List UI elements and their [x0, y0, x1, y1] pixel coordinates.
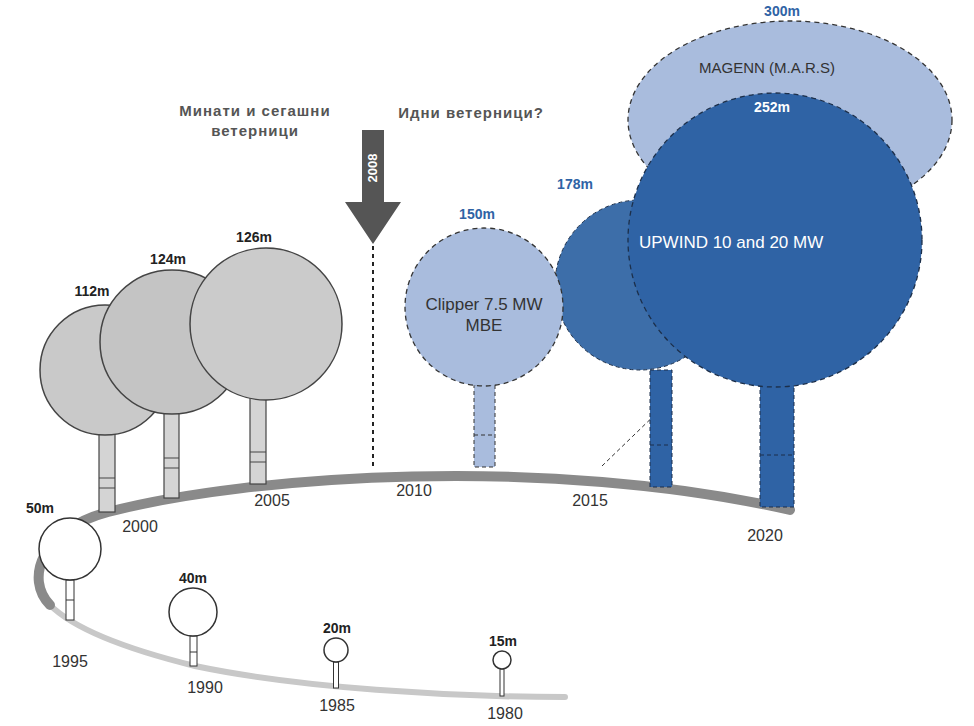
- rotor-circle: [190, 248, 342, 400]
- node-outline: [345, 130, 401, 244]
- tower: [66, 580, 74, 620]
- tower: [334, 662, 339, 688]
- year-label: 1980: [487, 706, 523, 722]
- diameter-label: 126m: [236, 230, 272, 244]
- diameter-label: 300m: [764, 4, 800, 18]
- tower: [760, 380, 794, 507]
- rotor-circle: UPWIND 10 and 20 MW: [627, 92, 923, 388]
- tower-joint: [164, 458, 179, 459]
- rotor-circle: [493, 651, 511, 669]
- rotor-circle: [169, 588, 217, 636]
- diameter-label: 50m: [26, 501, 54, 515]
- timeline-arc-lower: [50, 605, 565, 697]
- tower-joint: [99, 478, 115, 479]
- rotor-circle: [324, 638, 348, 662]
- tower: [190, 636, 197, 666]
- section-heading: Идни ветерници?: [376, 103, 566, 123]
- node-shape: [405, 228, 563, 386]
- diameter-label: 112m: [74, 284, 109, 298]
- year-label: 2010: [396, 483, 432, 499]
- node-label: Clipper 7.5 MW MBE: [414, 294, 554, 337]
- timeline-arc-upper: [39, 476, 790, 605]
- year-label: 2000: [122, 519, 158, 535]
- tower: [99, 430, 115, 512]
- diameter-label: 124m: [150, 252, 186, 266]
- tower-joint: [66, 600, 74, 601]
- tower-joint: [99, 488, 115, 489]
- diameter-label: 40m: [179, 571, 207, 585]
- node-shape: [345, 130, 401, 244]
- tower: [164, 410, 179, 498]
- tower-joint: [650, 445, 672, 446]
- tower-joint: [190, 652, 197, 653]
- diameter-label: 15m: [489, 634, 517, 648]
- node-label: 2008: [365, 154, 381, 183]
- tower: [474, 385, 495, 467]
- year-label: 1990: [187, 680, 223, 696]
- year-label: 1995: [52, 654, 88, 670]
- year-label: 2005: [254, 493, 290, 509]
- year-label: 2015: [572, 493, 608, 509]
- rotor-circle: [39, 518, 101, 580]
- tower-joint: [474, 435, 495, 436]
- node-shape: [628, 93, 922, 387]
- tower-joint: [250, 462, 266, 463]
- tower-joint: [760, 455, 794, 456]
- tower: [250, 396, 266, 484]
- section-heading: Минати и сегашни ветерници: [155, 101, 355, 140]
- tower: [500, 669, 504, 696]
- diameter-label: 20m: [323, 621, 351, 635]
- tower: [650, 370, 672, 487]
- node-label: MAGENN (M.A.R.S): [699, 59, 835, 78]
- year-label: 2020: [747, 528, 783, 544]
- tower-joint: [164, 468, 179, 469]
- year-arrow: 2008: [345, 130, 401, 244]
- node-label: UPWIND 10 and 20 MW: [639, 232, 823, 253]
- tower-joint: [250, 452, 266, 453]
- rotor-circle: Clipper 7.5 MW MBE: [404, 227, 564, 387]
- diameter-label: 150m: [459, 207, 495, 221]
- year-label: 1985: [319, 698, 355, 714]
- diameter-label: 178m: [557, 177, 593, 191]
